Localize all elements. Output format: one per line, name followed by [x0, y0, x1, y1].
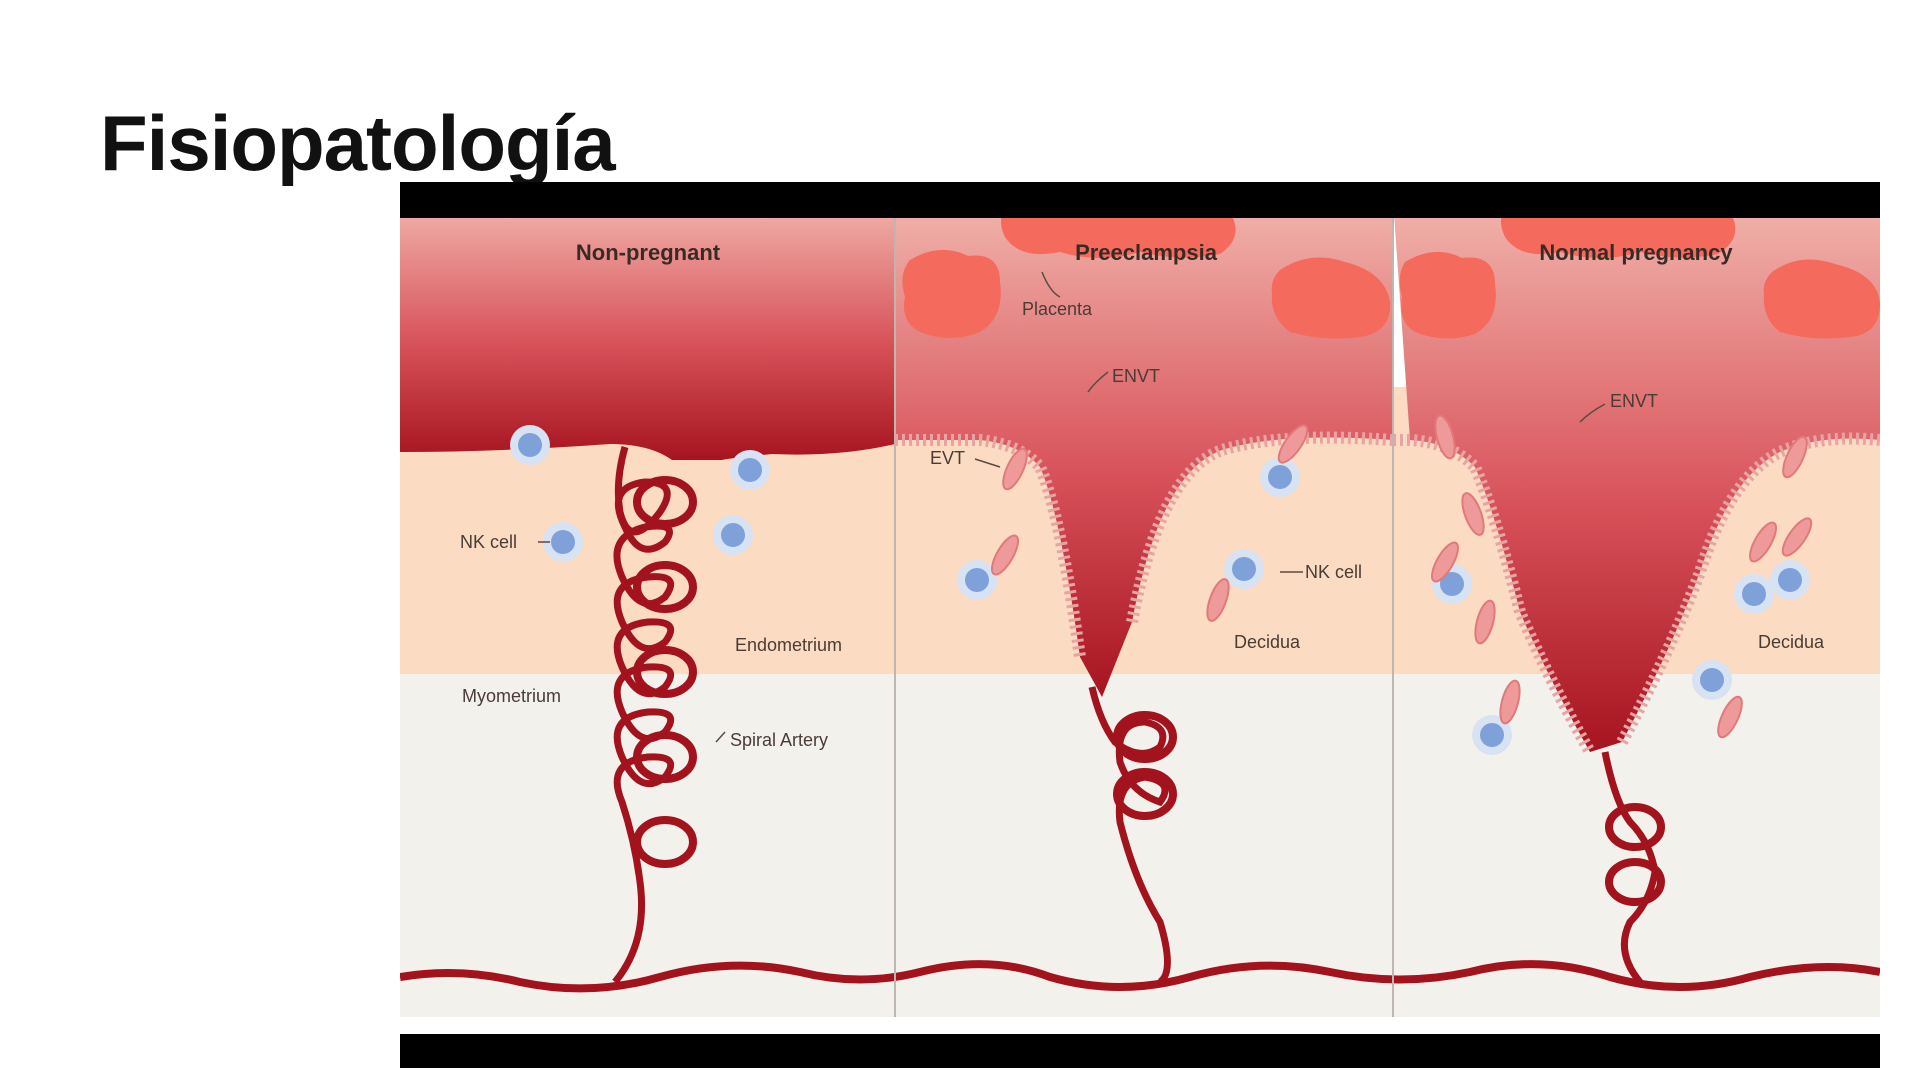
label-evt: EVT [930, 448, 965, 468]
label-decidua: Decidua [1234, 632, 1301, 652]
placenta-normal-left [1400, 252, 1496, 339]
slide-title: Fisiopatología [100, 98, 615, 189]
label-endometrium: Endometrium [735, 635, 842, 655]
label-nk-cell: NK cell [460, 532, 517, 552]
label-nk-cell-2: NK cell [1305, 562, 1362, 582]
label-envt: ENVT [1112, 366, 1160, 386]
blood-zone-nonpregnant [400, 200, 895, 460]
label-envt-2: ENVT [1610, 391, 1658, 411]
frame-bottom-bar [400, 1034, 1880, 1068]
frame-top-bar [400, 182, 1880, 218]
panel-header-normal: Normal pregnancy [1539, 240, 1733, 265]
placenta-preeclampsia-left [902, 250, 1000, 338]
label-placenta: Placenta [1022, 299, 1093, 319]
panel-header-nonpregnant: Non-pregnant [576, 240, 721, 265]
label-myometrium: Myometrium [462, 686, 561, 706]
label-spiral-artery: Spiral Artery [730, 730, 828, 750]
label-decidua-2: Decidua [1758, 632, 1825, 652]
pathophysiology-diagram: Non-pregnant Preeclampsia Normal pregnan… [400, 182, 1880, 1072]
panel-header-preeclampsia: Preeclampsia [1075, 240, 1218, 265]
